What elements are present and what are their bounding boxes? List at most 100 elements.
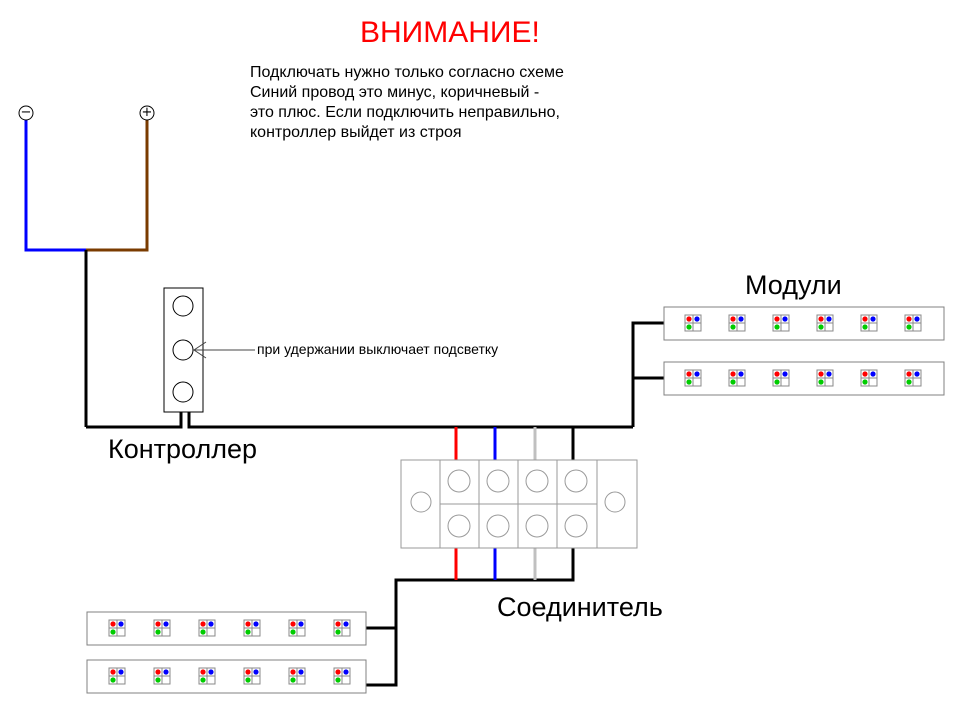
controller-left-wire: [86, 412, 183, 429]
led-red-dot: [290, 621, 296, 627]
led-red-dot: [906, 371, 912, 377]
minus-wire: [24, 120, 86, 252]
led-blue-dot: [343, 669, 349, 675]
led-green-dot: [818, 324, 824, 330]
led-red-dot: [245, 669, 251, 675]
rgb-led: [153, 667, 171, 685]
strip-body: [663, 361, 945, 396]
rgb-led: [108, 619, 126, 637]
rgb-led: [333, 619, 351, 637]
led-blue-dot: [298, 669, 304, 675]
led-green-dot: [200, 629, 206, 635]
led-blue-dot: [208, 669, 214, 675]
led-strip-bottom-1: [86, 611, 367, 646]
led-red-dot: [730, 316, 736, 322]
led-green-dot: [906, 324, 912, 330]
note-arrow: [193, 341, 255, 359]
led-blue-dot: [738, 316, 744, 322]
led-green-dot: [774, 324, 780, 330]
led-blue-dot: [253, 669, 259, 675]
led-red-dot: [774, 371, 780, 377]
rgb-led: [728, 314, 746, 332]
led-blue-dot: [343, 621, 349, 627]
warning-line: это плюс. Если подключить неправильно,: [250, 104, 560, 121]
led-red-dot: [110, 621, 116, 627]
main-wiring: [86, 321, 664, 687]
led-blue-dot: [738, 371, 744, 377]
led-red-dot: [155, 669, 161, 675]
led-red-dot: [818, 371, 824, 377]
rgb-led: [108, 667, 126, 685]
connector-screw: [525, 469, 549, 493]
rgb-led: [684, 314, 702, 332]
connector-screw: [486, 469, 510, 493]
strip-body: [86, 611, 367, 646]
rgb-led: [860, 314, 878, 332]
plus-terminal: [139, 105, 155, 121]
rgb-led: [904, 369, 922, 387]
controller-right-wire: [187, 412, 633, 429]
controller-label: Контроллер: [108, 434, 258, 464]
led-red-dot: [862, 371, 868, 377]
led-green-dot: [290, 677, 296, 683]
led-blue-dot: [826, 316, 832, 322]
led-blue-dot: [826, 371, 832, 377]
led-red-dot: [686, 316, 692, 322]
led-red-dot: [200, 669, 206, 675]
led-strip-top-2: [663, 361, 945, 396]
rgb-led: [816, 314, 834, 332]
led-green-dot: [110, 629, 116, 635]
led-green-dot: [335, 629, 341, 635]
led-red-dot: [290, 669, 296, 675]
led-blue-dot: [694, 316, 700, 322]
led-blue-dot: [163, 669, 169, 675]
led-green-dot: [245, 629, 251, 635]
led-green-dot: [818, 379, 824, 385]
led-green-dot: [155, 629, 161, 635]
connector-screw: [447, 469, 471, 493]
led-green-dot: [730, 379, 736, 385]
strip-body: [86, 659, 367, 694]
led-green-dot: [290, 629, 296, 635]
led-blue-dot: [298, 621, 304, 627]
modules-top-feed-wire: [631, 321, 664, 427]
led-blue-dot: [870, 316, 876, 322]
led-green-dot: [245, 677, 251, 683]
connector-mount-right: [604, 491, 626, 513]
rgb-led: [904, 314, 922, 332]
power-input-wires: [24, 120, 149, 427]
rgb-led: [684, 369, 702, 387]
minus-terminal: [18, 105, 34, 121]
led-strip-top-1: [663, 306, 945, 341]
rgb-led: [860, 369, 878, 387]
led-blue-dot: [253, 621, 259, 627]
led-blue-dot: [914, 316, 920, 322]
led-blue-dot: [118, 621, 124, 627]
connector-screw: [447, 514, 471, 538]
led-blue-dot: [694, 371, 700, 377]
connector-color-wires: [454, 427, 537, 580]
led-red-dot: [335, 621, 341, 627]
led-red-dot: [862, 316, 868, 322]
plus-wire: [86, 120, 149, 252]
rgb-led: [243, 667, 261, 685]
led-green-dot: [335, 677, 341, 683]
rgb-led: [243, 619, 261, 637]
led-red-dot: [200, 621, 206, 627]
connector-screw: [564, 514, 588, 538]
led-green-dot: [155, 677, 161, 683]
led-red-dot: [110, 669, 116, 675]
led-red-dot: [906, 316, 912, 322]
led-strip-bottom-2: [86, 659, 367, 694]
connector-mount-left: [410, 491, 432, 513]
controller-button-top: [172, 295, 194, 317]
led-green-dot: [906, 379, 912, 385]
led-red-dot: [155, 621, 161, 627]
led-blue-dot: [118, 669, 124, 675]
button-note: при удержании выключает подсветку: [257, 341, 499, 357]
controller-button-middle: [172, 339, 194, 361]
connector-screw: [525, 514, 549, 538]
rgb-led: [333, 667, 351, 685]
led-green-dot: [730, 324, 736, 330]
